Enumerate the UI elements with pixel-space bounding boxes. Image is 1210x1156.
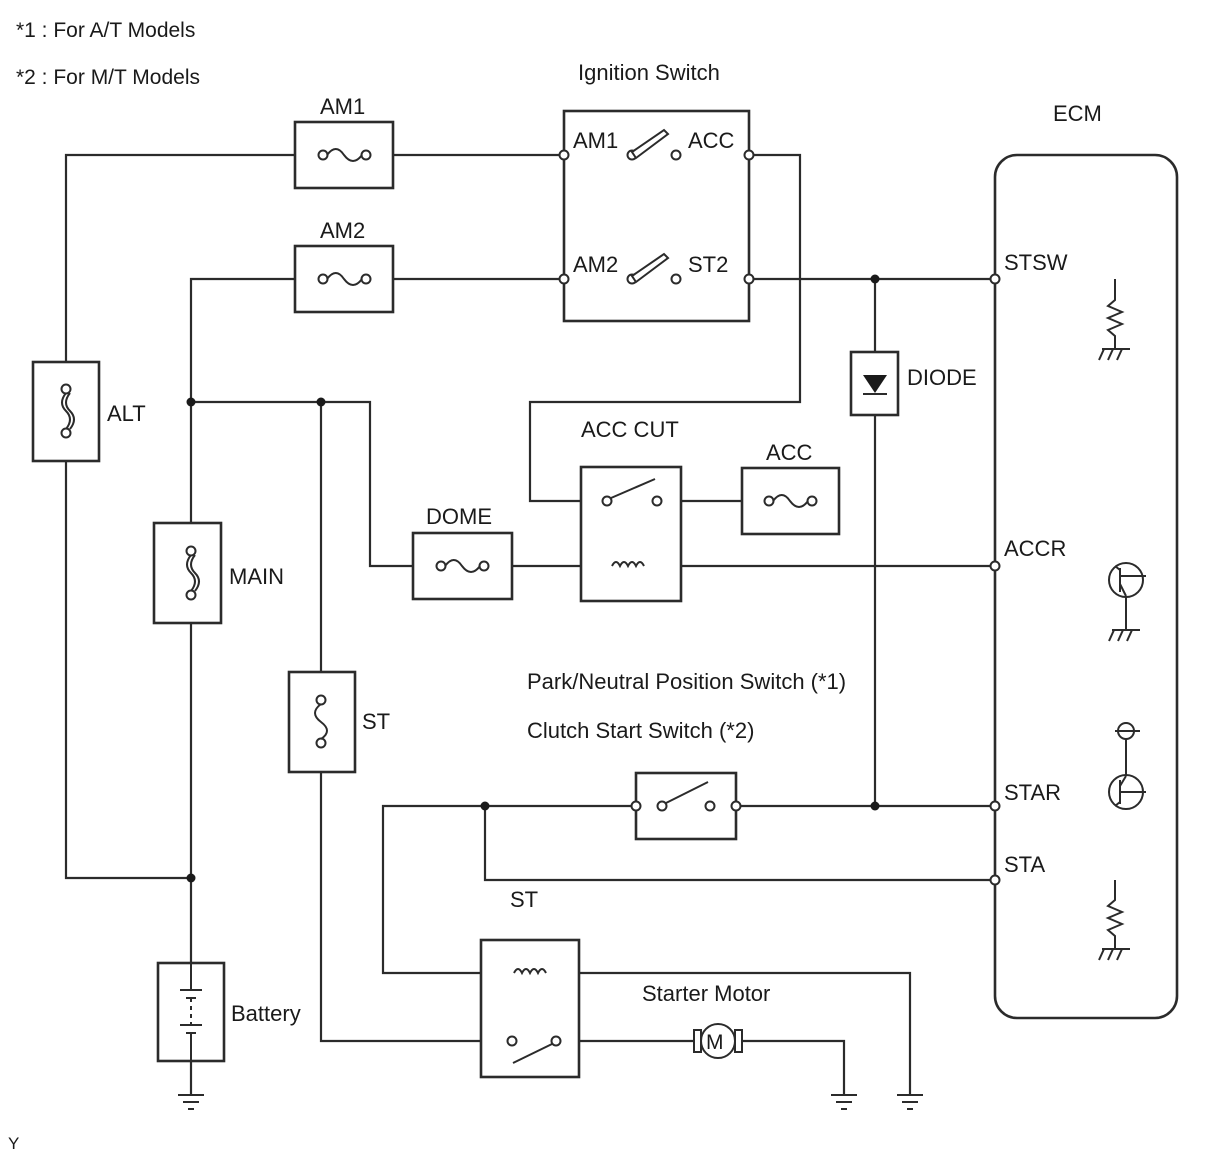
ground-starter-motor (831, 1094, 857, 1110)
st-wire-label: ST (510, 887, 538, 912)
ignition-switch-title: Ignition Switch (578, 60, 720, 85)
ecm-sta-label: STA (1004, 852, 1045, 877)
ignition-am2-label: AM2 (573, 252, 618, 277)
wires (64, 153, 1142, 1095)
fuse-st: ST (287, 670, 390, 774)
diode-label: DIODE (907, 365, 977, 390)
starter-motor: M Starter Motor (642, 981, 770, 1059)
fusible-link-main: MAIN (152, 521, 284, 625)
starter-relay (479, 938, 581, 1079)
ecm-accr-label: ACCR (1004, 536, 1066, 561)
fuse-st-label: ST (362, 709, 390, 734)
accr-transistor (1108, 562, 1146, 642)
sta-pulldown-resistor (1098, 880, 1130, 961)
ground-starter-relay (897, 1094, 923, 1110)
ignition-switch: Ignition Switch AM1 ACC AM2 ST2 (558, 60, 755, 323)
note-at-models: *1 : For A/T Models (16, 19, 195, 42)
ecm-title: ECM (1053, 101, 1102, 126)
star-transistor (1108, 722, 1146, 810)
acc-cut-relay: ACC CUT (579, 417, 683, 603)
fusible-link-alt-label: ALT (107, 401, 146, 426)
acc-cut-label: ACC CUT (581, 417, 679, 442)
ignition-st2-label: ST2 (688, 252, 728, 277)
ecm-stsw-label: STSW (1004, 250, 1068, 275)
pn-switch-label: Park/Neutral Position Switch (*1) (527, 669, 846, 694)
fuse-am1: AM1 (293, 94, 395, 190)
fuse-dome: DOME (411, 504, 514, 601)
footer-code: Y (8, 1134, 19, 1153)
motor-symbol: M (706, 1031, 724, 1054)
clutch-switch-label: Clutch Start Switch (*2) (527, 718, 754, 743)
fuse-acc: ACC (740, 440, 841, 536)
fuse-am1-label: AM1 (320, 94, 365, 119)
fuse-dome-label: DOME (426, 504, 492, 529)
fusible-link-main-label: MAIN (229, 564, 284, 589)
ground-battery (178, 1094, 204, 1110)
fuse-am2: AM2 (293, 218, 395, 314)
ignition-am1-label: AM1 (573, 128, 618, 153)
pn-clutch-switch: Park/Neutral Position Switch (*1) Clutch… (527, 669, 846, 841)
fusible-link-alt: ALT (31, 360, 146, 463)
ecm-star-label: STAR (1004, 780, 1061, 805)
fuse-am2-label: AM2 (320, 218, 365, 243)
stsw-pulldown-resistor (1098, 279, 1130, 361)
fuse-acc-label: ACC (766, 440, 813, 465)
ecm: ECM STSW ACCR STAR STA (989, 101, 1179, 1020)
ignition-acc-label: ACC (688, 128, 735, 153)
note-mt-models: *2 : For M/T Models (16, 66, 200, 89)
starter-motor-label: Starter Motor (642, 981, 770, 1006)
diode: DIODE (849, 350, 977, 417)
battery-label: Battery (231, 1001, 301, 1026)
battery: Battery (156, 961, 301, 1063)
